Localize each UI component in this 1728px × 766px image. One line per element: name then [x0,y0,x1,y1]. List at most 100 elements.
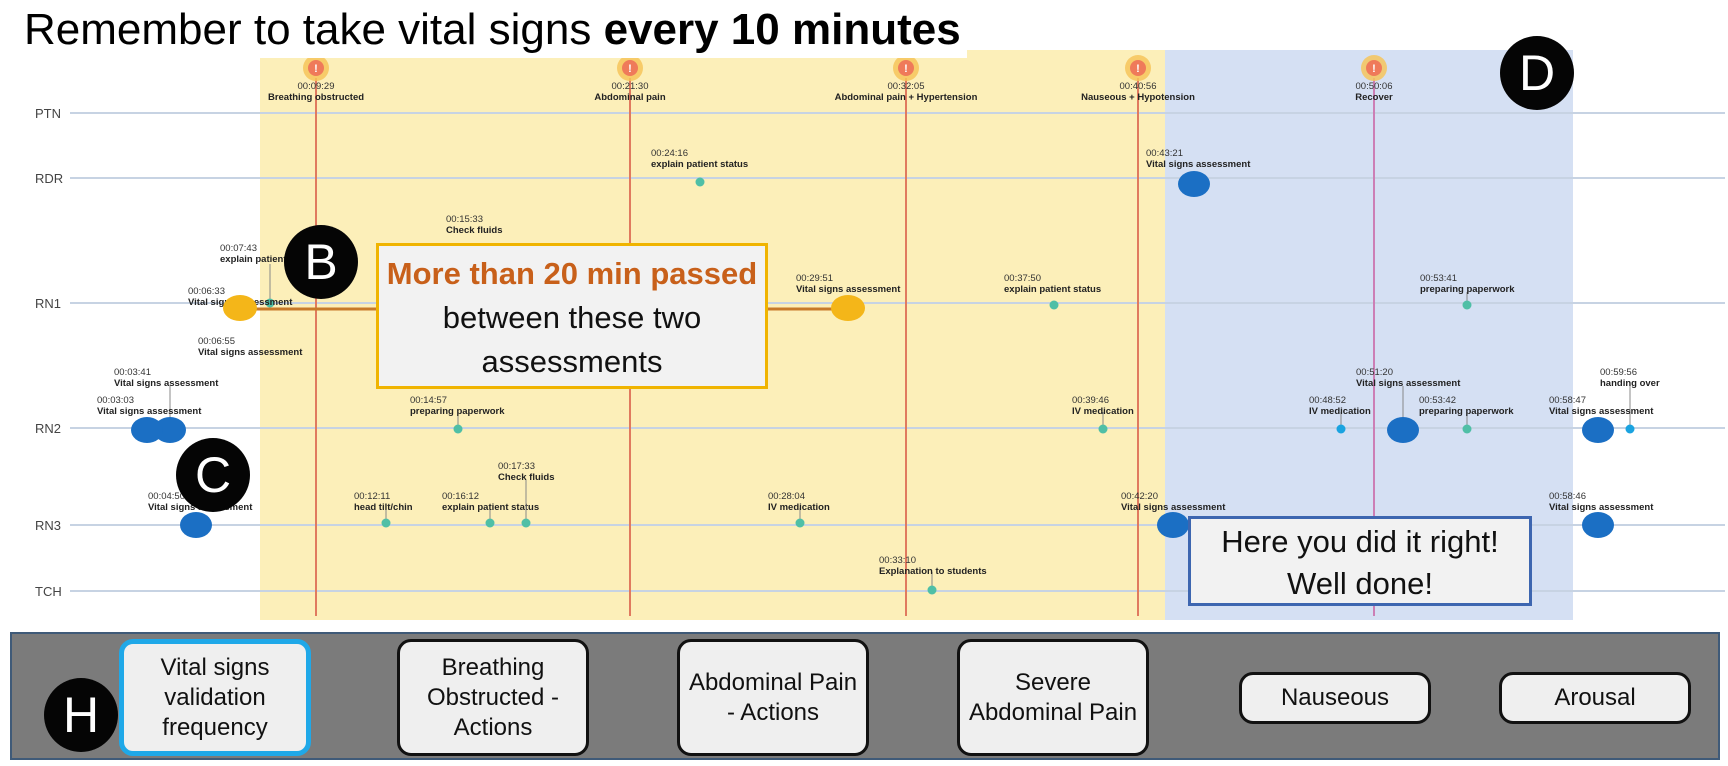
lane-label: PTN [35,106,61,121]
action-arousal-button[interactable]: Arousal [1499,672,1691,724]
phase-label: Abdominal pain + Hypertension [835,92,978,103]
phase-label: Abdominal pain [594,92,665,103]
action-breathing-obstructed-button[interactable]: Breathing Obstructed - Actions [397,639,589,756]
event-time: 00:06:33 [188,286,225,297]
event-label: Vital signs assessment [1146,159,1251,170]
assessment-dot [1157,512,1189,538]
event-time: 00:42:20 [1121,491,1158,502]
event-label: explain patient status [220,254,317,265]
callout-gap-warning: More than 20 min passed between these tw… [376,243,768,389]
phase-label: Recover [1355,92,1393,103]
phase-time: 00:50:06 [1356,81,1393,92]
event-time: 00:58:46 [1549,491,1586,502]
event-label: Vital signs assessment [796,284,901,295]
lane-label: RN1 [35,296,61,311]
event-time: 00:03:41 [114,367,151,378]
phase-time: 00:21:30 [612,81,649,92]
assessment-dot [131,417,163,443]
event-dot [927,585,937,595]
event-time: 00:12:11 [354,491,390,502]
alert-icon [308,60,324,76]
event-label: preparing paperwork [1420,284,1515,295]
action-nauseous-button[interactable]: Nauseous [1239,672,1431,724]
event-time: 00:43:21 [1146,148,1183,159]
callout-well-done-text: Here you did it right! Well done! [1221,524,1499,601]
event-dot [795,518,805,528]
lane-label: RN3 [35,518,61,533]
event-time: 00:29:51 [796,273,833,284]
event-label: explain patient status [442,502,539,513]
callout-gap-text: between these two assessments [442,300,702,379]
event-label: explain patient status [1004,284,1101,295]
event-label: preparing paperwork [1419,406,1514,417]
alert-icon-mark: ! [1372,63,1376,75]
event-dot [453,424,463,434]
event-dot [1462,300,1472,310]
action-abdominal-pain-button[interactable]: Abdominal Pain - Actions [677,639,869,756]
event-time: 00:39:46 [1072,395,1109,406]
event-dot [1049,300,1059,310]
lane-label: TCH [35,584,62,599]
assessment-dot [831,295,865,321]
page-title: Remember to take vital signs every 10 mi… [24,2,967,58]
alert-icon-mark: ! [314,63,318,75]
event-time: 00:33:10 [879,555,916,566]
assessment-dot [1178,171,1210,197]
alert-icon [898,60,914,76]
phase-time: 00:09:29 [298,81,335,92]
event-time: 00:28:04 [768,491,805,502]
event-label: head tilt/chin [354,502,413,513]
event-label: Vital signs assessment [114,378,219,389]
badge-h: H [44,678,118,752]
title-normal: Remember to take vital signs [24,5,592,54]
event-time: 00:24:16 [651,148,688,159]
event-time: 00:04:50 [148,491,185,502]
event-time: 00:53:41 [1420,273,1457,284]
event-label: Vital signs assessment [1356,378,1461,389]
event-label: IV medication [1072,406,1134,417]
event-dot [381,518,391,528]
event-label: Explanation to students [879,566,987,577]
event-label: IV medication [768,502,830,513]
event-label: handing over [1600,378,1660,389]
phase-time: 00:32:05 [888,81,925,92]
event-time: 00:03:03 [97,395,134,406]
event-time: 00:17:33 [498,461,535,472]
assessment-dot [180,512,212,538]
event-time: 00:37:50 [1004,273,1041,284]
action-severe-abdominal-pain-button[interactable]: Severe Abdominal Pain [957,639,1149,756]
event-label: Vital signs assessment [1121,502,1226,513]
event-label: Check fluids [498,472,555,483]
event-time: 00:53:42 [1419,395,1456,406]
action-vital-signs-frequency-button[interactable]: Vital signs validation frequency [119,639,311,756]
event-label: Check fluids [446,225,503,236]
alert-icon-mark: ! [628,63,632,75]
lane-label: RDR [35,171,63,186]
event-label: Vital signs assessment [1549,502,1654,513]
phase-time: 00:40:56 [1120,81,1157,92]
event-dot [1098,424,1108,434]
action-bar: Vital signs validation frequency Breathi… [10,632,1720,760]
alert-icon-mark: ! [1136,63,1140,75]
title-bold: every 10 minutes [603,5,961,54]
event-time: 00:15:33 [446,214,483,225]
event-label: IV medication [1309,406,1371,417]
badge-d: D [1500,36,1574,110]
badge-b: B [284,225,358,299]
badge-c: C [176,438,250,512]
